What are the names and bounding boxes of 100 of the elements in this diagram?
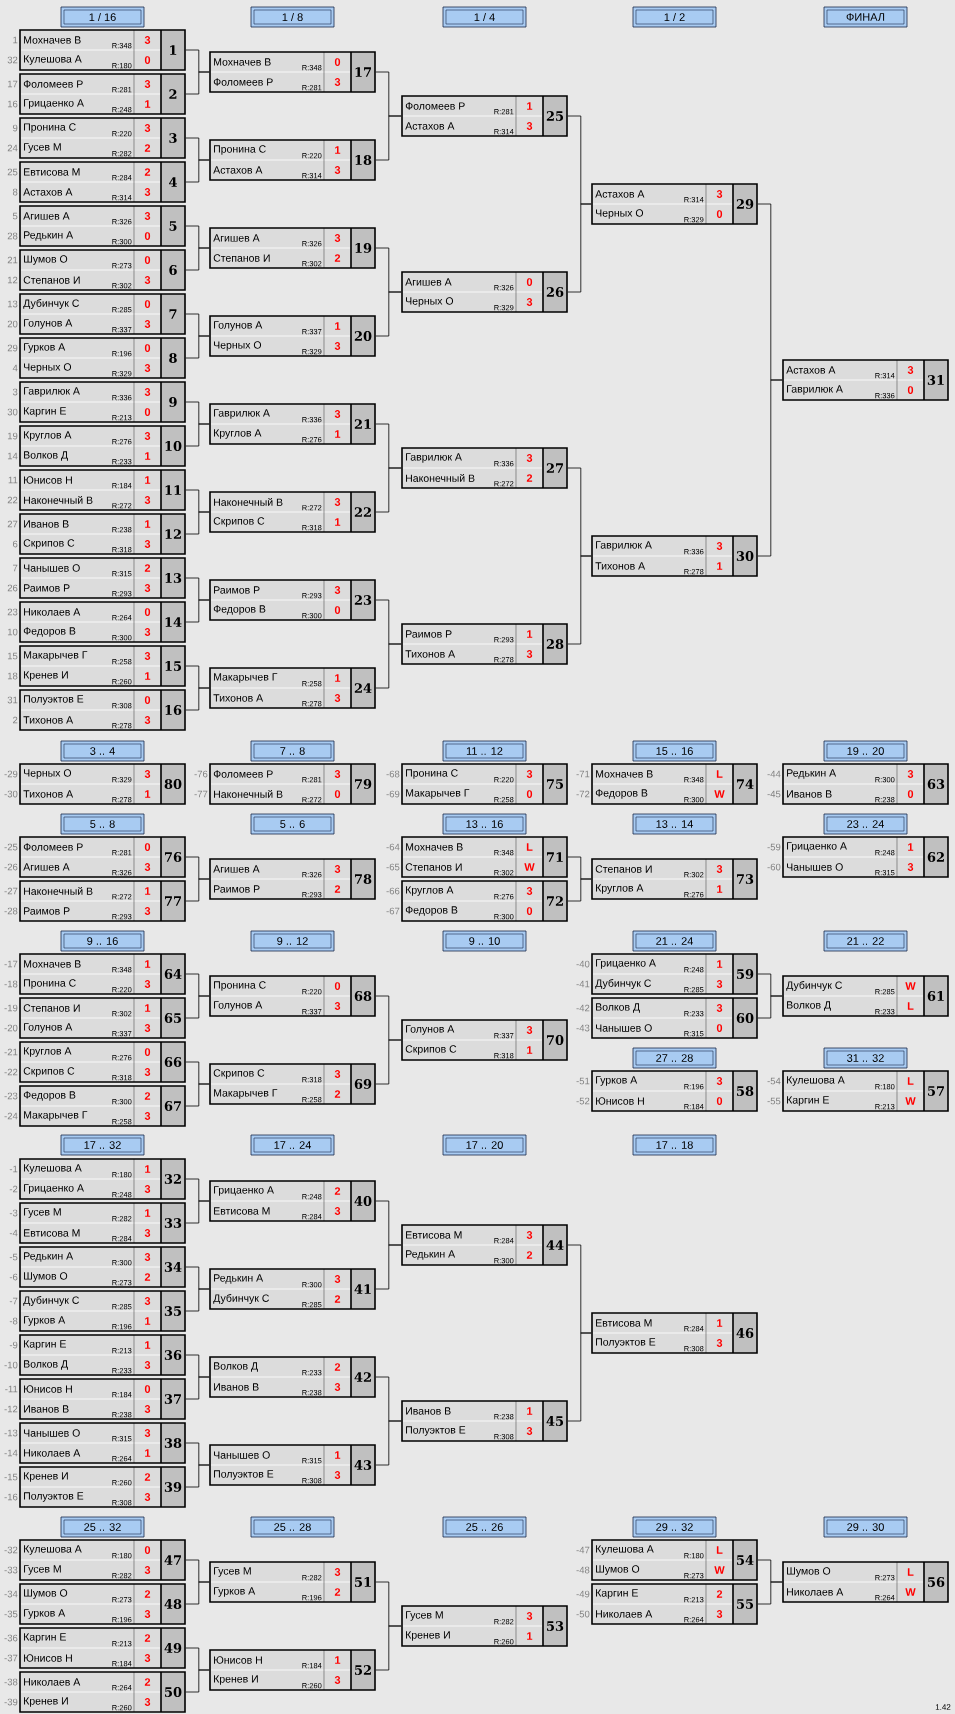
- round-header: 13 .. 14: [632, 813, 717, 835]
- score: W: [714, 790, 725, 798]
- match-number: 37: [164, 1394, 181, 1404]
- score: 2: [334, 1588, 341, 1596]
- player-name: Скрипов С: [213, 1069, 265, 1079]
- match-number: 39: [164, 1482, 182, 1492]
- player-name: Пронина С: [24, 123, 76, 133]
- match-number: 6: [169, 265, 177, 275]
- score: 3: [334, 1383, 341, 1391]
- player-name: Полуэктов Е: [596, 1338, 656, 1348]
- score: 1: [527, 1632, 533, 1640]
- score: 2: [334, 1295, 341, 1303]
- round-header: 31 .. 32: [823, 1047, 908, 1069]
- score: 3: [334, 166, 341, 174]
- score: 1: [527, 630, 533, 638]
- player-name: Федоров В: [23, 1091, 76, 1101]
- seed-number: 4: [12, 364, 18, 372]
- seed-number: -66: [386, 887, 400, 895]
- player-name: Волков Д: [24, 1360, 68, 1370]
- player-name: Редькин А: [24, 1252, 74, 1262]
- player-name: Федоров В: [23, 627, 76, 637]
- score: W: [905, 1588, 916, 1596]
- score: W: [524, 863, 535, 871]
- round-header: 9 .. 10: [442, 930, 527, 952]
- connector-line: [185, 1376, 210, 1400]
- match-number: 66: [164, 1057, 182, 1067]
- score: 3: [144, 124, 151, 132]
- score: 0: [144, 1048, 151, 1056]
- score: 3: [144, 1405, 151, 1413]
- match-number: 67: [164, 1101, 181, 1111]
- player-name: Астахов А: [23, 188, 73, 196]
- round-header: 9 .. 12: [250, 930, 335, 952]
- score: 0: [144, 232, 151, 240]
- player-name: Шумов О: [24, 1272, 68, 1282]
- match-number: 54: [737, 1555, 754, 1565]
- connector-line: [757, 995, 783, 1019]
- player-name: Волков Д: [24, 451, 68, 461]
- seed-number: 1: [13, 36, 18, 44]
- player-name: Агишев А: [23, 212, 70, 220]
- match-number: 80: [164, 779, 182, 789]
- player-name: Федоров В: [595, 789, 648, 799]
- player-name: Редькин А: [214, 1274, 264, 1284]
- score: 1: [717, 1319, 723, 1327]
- score: 3: [144, 584, 151, 592]
- score: 3: [334, 234, 341, 242]
- player-name: Дубинчук С: [23, 1296, 79, 1306]
- connector-line: [185, 687, 210, 711]
- match-number: 35: [164, 1306, 182, 1316]
- score: 0: [334, 982, 341, 990]
- seed-number: 7: [13, 564, 18, 572]
- player-name: Кренев И: [24, 671, 68, 681]
- score: 0: [716, 210, 723, 218]
- match-number: 40: [354, 1196, 372, 1206]
- seed-number: -24: [4, 1112, 18, 1120]
- match-number: 7: [169, 309, 177, 319]
- score: 1: [145, 452, 151, 460]
- score: 3: [144, 1185, 151, 1193]
- player-name: Гурков А: [24, 1609, 66, 1619]
- score: 2: [144, 564, 151, 572]
- score: 3: [144, 212, 151, 220]
- player-name: Черных О: [24, 769, 72, 779]
- player-name: Наконечный В: [24, 496, 93, 504]
- seed-number: 22: [7, 496, 18, 504]
- player-name: Фоломеев Р: [213, 78, 273, 86]
- score: 3: [144, 188, 151, 196]
- player-name: Николаев А: [24, 608, 81, 616]
- score: 1: [335, 1451, 341, 1459]
- match-number: 12: [165, 529, 181, 539]
- score: W: [714, 1566, 725, 1574]
- seed-number: -37: [4, 1654, 18, 1662]
- player-name: Кулешова А: [24, 1545, 82, 1555]
- player-name: Макарычев Г: [406, 789, 470, 799]
- player-name: Черных О: [24, 363, 72, 373]
- score: W: [905, 982, 916, 990]
- player-name: Евтисова М: [214, 1207, 270, 1215]
- seed-number: -7: [9, 1297, 18, 1305]
- player-name: Гусев М: [406, 1611, 443, 1621]
- seed-number: -36: [4, 1634, 18, 1642]
- match-number: 30: [736, 551, 754, 561]
- score: 0: [716, 1097, 723, 1105]
- seed-number: 32: [7, 56, 18, 64]
- connector-line: [185, 159, 210, 183]
- player-name: Редькин А: [24, 231, 74, 241]
- score: 2: [334, 1090, 341, 1098]
- score: 3: [334, 498, 341, 506]
- score: 2: [526, 1251, 533, 1259]
- match-number: 74: [737, 779, 754, 789]
- score: 3: [144, 1361, 151, 1369]
- seed-number: -65: [386, 863, 400, 871]
- score: 3: [144, 716, 151, 724]
- score: 3: [334, 1275, 341, 1283]
- score: 3: [334, 1471, 341, 1479]
- score: 3: [144, 770, 151, 778]
- score: 3: [144, 652, 151, 660]
- seed-number: -76: [194, 770, 208, 778]
- connector-line: [185, 1288, 210, 1312]
- match-number: 42: [354, 1372, 371, 1382]
- connector-line: [185, 1200, 210, 1224]
- round-header: 7 .. 8: [250, 740, 335, 762]
- seed-number: 29: [7, 344, 18, 352]
